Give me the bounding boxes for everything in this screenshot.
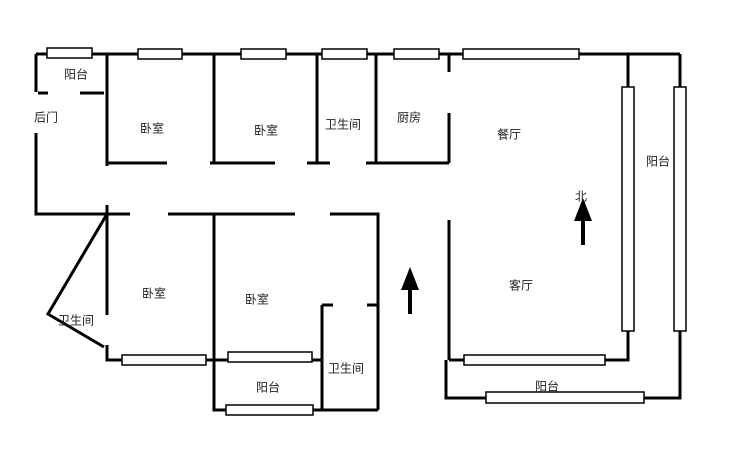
label-bedroom-1: 卧室 [139, 121, 165, 136]
label-bathroom-1: 卫生间 [324, 117, 362, 132]
label-bedroom-4: 卧室 [244, 292, 270, 307]
label-kitchen: 厨房 [396, 110, 422, 125]
label-balcony-east: 阳台 [645, 154, 671, 169]
label-north: 北 [574, 189, 588, 204]
label-balcony-south: 阳台 [534, 379, 560, 394]
label-bedroom-3: 卧室 [141, 286, 167, 301]
north-arrow-icon [574, 198, 592, 245]
windows [46, 47, 687, 416]
label-bedroom-2: 卧室 [253, 123, 279, 138]
label-dining: 餐厅 [496, 127, 522, 142]
label-balcony-south-mid: 阳台 [255, 380, 281, 395]
entrance-arrow-icon [401, 267, 419, 314]
label-living: 客厅 [508, 278, 534, 293]
label-bathroom-3: 卫生间 [327, 361, 365, 376]
label-balcony-nw: 阳台 [63, 67, 89, 82]
label-bathroom-2: 卫生间 [57, 313, 95, 328]
label-back-door: 后门 [33, 110, 59, 125]
